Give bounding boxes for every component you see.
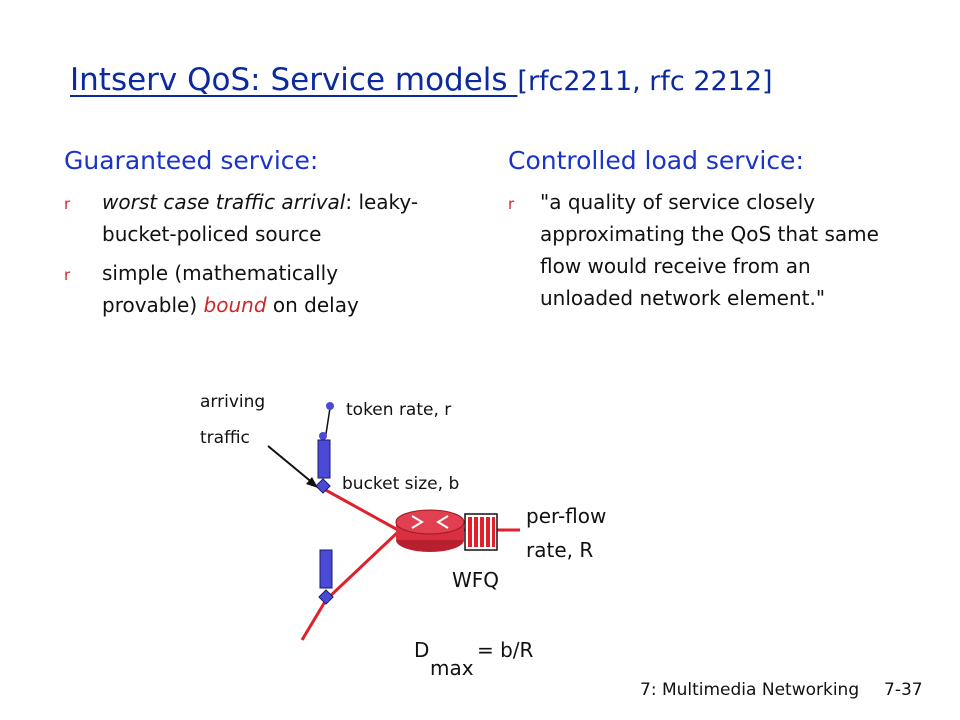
per-flow-label: per-flow bbox=[526, 504, 607, 528]
policer-diamond-icon bbox=[318, 589, 334, 605]
footer-chapter: 7: Multimedia Networking bbox=[640, 680, 860, 700]
wfq-label: WFQ bbox=[452, 568, 500, 592]
policer-diamond-icon bbox=[315, 478, 331, 494]
delay-equation: = b/R bbox=[477, 638, 534, 662]
token-icon bbox=[326, 402, 334, 410]
token-icon bbox=[319, 432, 327, 440]
upper-input-link bbox=[321, 486, 399, 532]
arrow-head-icon bbox=[306, 477, 318, 488]
bucket-size-label: bucket size, b bbox=[342, 474, 460, 494]
arrival-arrow bbox=[267, 445, 315, 485]
rate-label: rate, R bbox=[526, 538, 594, 562]
token-rate-label: token rate, r bbox=[346, 400, 452, 420]
controlled-load-heading: Controlled load service: bbox=[508, 146, 804, 175]
bullet-marker: r bbox=[64, 195, 71, 213]
slide-title-ref: [rfc2211, rfc 2212] bbox=[517, 66, 773, 97]
slide-title: Intserv QoS: Service models [rfc2211, rf… bbox=[70, 62, 773, 98]
router-icon bbox=[395, 509, 465, 552]
bound-text: bound bbox=[203, 293, 267, 317]
traffic-label: traffic bbox=[200, 428, 250, 448]
guaranteed-bullet-2: simple (mathematically provable) bound o… bbox=[102, 257, 402, 321]
token-drop-line bbox=[325, 407, 331, 435]
lower-input-link bbox=[324, 530, 400, 602]
guaranteed-service-heading: Guaranteed service: bbox=[64, 146, 319, 175]
lower-tail-link bbox=[300, 599, 328, 641]
worst-case-text: worst case traffic arrival bbox=[102, 190, 346, 214]
controlled-load-bullet: "a quality of service closely approximat… bbox=[540, 190, 879, 310]
arriving-label: arriving bbox=[200, 392, 266, 412]
delay-symbol: D bbox=[414, 638, 430, 662]
bullet-marker: r bbox=[508, 195, 515, 213]
token-bucket-icon bbox=[317, 439, 331, 479]
wfq-queue-icon bbox=[464, 513, 498, 551]
simple-bound-text: simple (mathematically provable) bbox=[102, 261, 339, 317]
guaranteed-bullet-1: worst case traffic arrival: leaky-bucket… bbox=[102, 186, 442, 250]
token-bucket-icon bbox=[319, 549, 333, 589]
page-number: 7-37 bbox=[884, 680, 923, 700]
leaky-bucket-text: : leaky-bucket-policed source bbox=[102, 190, 419, 246]
slide-title-main: Intserv QoS: Service models bbox=[70, 62, 518, 98]
max-subscript: max bbox=[430, 656, 474, 680]
on-delay-text: on delay bbox=[266, 293, 359, 317]
bullet-marker: r bbox=[64, 266, 71, 284]
